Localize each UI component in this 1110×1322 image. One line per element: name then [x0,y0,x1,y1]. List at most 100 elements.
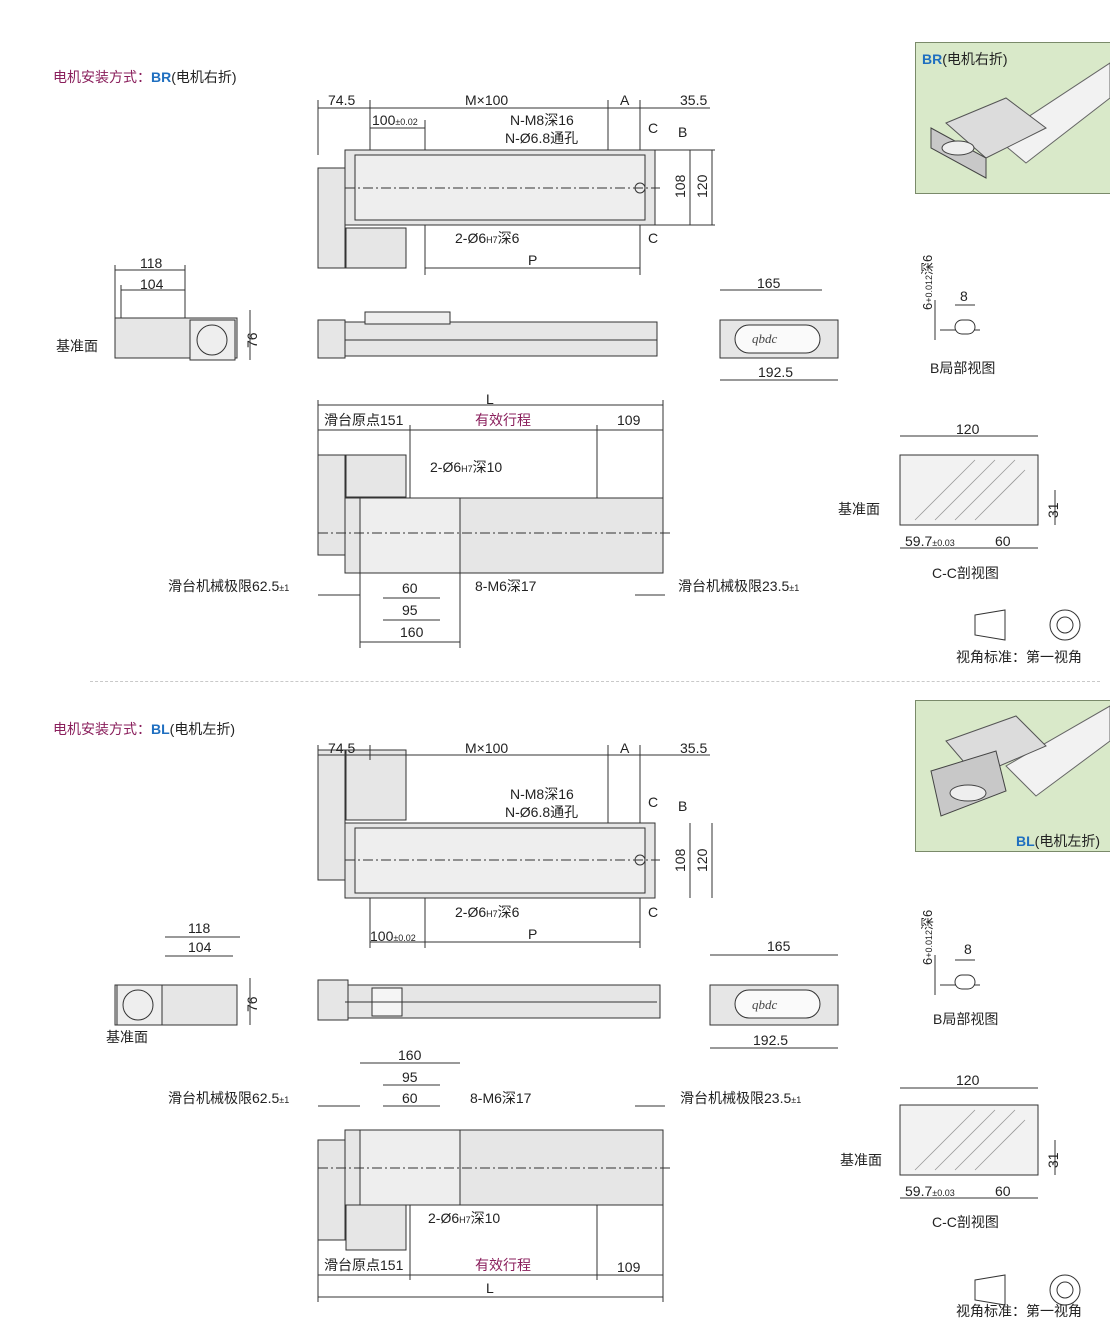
section-title-br: 电机安装方式：BR(电机右折) [53,69,237,85]
svg-text:qbdc: qbdc [752,997,778,1012]
end-view-bl [114,936,251,1026]
bl-dim-a: A [620,740,630,756]
bl-section-mark-c-bottom: C [648,904,659,920]
dim-limit-23-5: 滑台机械极限23.5±1 [678,578,800,594]
dim-192-5: 192.5 [758,364,794,380]
end-view-br [114,265,251,361]
bl-dim-104: 104 [188,939,212,955]
actuator-photo-br [930,62,1110,179]
bl-section-mark-c-top: C [648,794,659,810]
callout-m6: 8-M6深17 [475,578,537,594]
bl-dim-120: 120 [694,848,710,872]
cc-width: 120 [956,421,980,437]
bl-dim-95: 95 [402,1069,418,1085]
cc-caption: C-C剖视图 [932,565,999,581]
dim-p: P [528,252,538,268]
projection-symbol-br [974,609,1081,641]
dim-100: 100±0.02 [372,112,418,128]
bl-detail-b-depth: 6+0.012深6 [920,909,935,965]
dim-60: 60 [402,580,418,596]
bl-dim-109: 109 [617,1259,641,1275]
side-view-br [317,311,658,359]
dim-limit-62-5: 滑台机械极限62.5±1 [168,578,290,594]
bl-callout-nm8: N-M8深16 [510,786,574,802]
dim-160: 160 [400,624,424,640]
dim-mx100: M×100 [465,92,509,108]
bl-cc-datum: 基准面 [840,1152,882,1168]
label-datum: 基准面 [56,338,98,354]
bl-callout-n68: N-Ø6.8通孔 [505,804,579,820]
bl-cc-60: 60 [995,1183,1011,1199]
bl-dim-76: 76 [244,996,260,1012]
logo-br: qbdc qbdc [752,331,778,1012]
bl-dim-118: 118 [188,920,211,936]
dim-74-5: 74.5 [328,92,356,108]
bl-cc-59-7: 59.7±0.03 [905,1183,955,1199]
callout-hole6: 2-Ø6H7深6 [455,230,520,246]
bl-dim-l: L [486,1280,494,1296]
dim-109: 109 [617,412,641,428]
bl-cc-height: 31 [1045,1152,1061,1168]
bl-dim-limit-23-5: 滑台机械极限23.5±1 [680,1090,802,1106]
bl-detail-b-caption: B局部视图 [933,1011,999,1027]
detail-b-width: 8 [960,288,968,304]
bl-dim-origin-151: 滑台原点151 [324,1257,404,1273]
bl-cc-caption: C-C剖视图 [932,1214,999,1230]
section-title-bl: 电机安装方式：BL(电机左折) [53,721,235,737]
photo-bl: BL(电机左折) [915,700,1110,852]
dim-35-5: 35.5 [680,92,708,108]
end-view-right-br [719,289,839,381]
svg-text:qbdc: qbdc [752,331,778,346]
side-view-bl [317,979,661,1021]
projection-symbol-bl [974,1274,1081,1306]
section-cc-br [899,435,1056,549]
actuator-photo-bl [930,705,1110,817]
top-view-br [317,100,715,275]
dim-stroke: 有效行程 [475,412,531,428]
cc-60: 60 [995,533,1011,549]
bl-dim-limit-62-5: 滑台机械极限62.5±1 [168,1090,290,1106]
dim-104: 104 [140,276,164,292]
dim-108: 108 [672,174,688,198]
bl-dim-108: 108 [672,848,688,872]
detail-mark-b: B [678,124,688,140]
bl-dim-165: 165 [767,938,791,954]
detail-b-caption: B局部视图 [930,360,996,376]
callout-nm8: N-M8深16 [510,112,574,128]
bottom-view-bl [317,1062,670,1302]
bl-label-datum: 基准面 [106,1029,148,1045]
photo-br: BR(电机右折) [915,42,1110,194]
bl-dim-p: P [528,926,538,942]
end-view-right-bl [709,954,839,1049]
dim-95: 95 [402,602,418,618]
section-divider [90,681,1100,682]
bl-dim-35-5: 35.5 [680,740,708,756]
projection-caption: 视角标准：第一视角 [956,649,1082,665]
dim-origin-151: 滑台原点151 [324,412,404,428]
bl-projection-caption: 视角标准：第一视角 [956,1303,1082,1319]
cc-59-7: 59.7±0.03 [905,533,955,549]
section-mark-c-bottom: C [648,230,659,246]
callout-n68: N-Ø6.8通孔 [505,130,579,146]
detail-b-br [934,300,980,340]
dim-165: 165 [757,275,781,291]
cc-height: 31 [1045,502,1061,518]
bl-dim-stroke: 有效行程 [475,1257,531,1273]
bl-callout-hole6: 2-Ø6H7深6 [455,904,520,920]
detail-b-depth: 6+0.012深6 [920,254,935,310]
bl-dim-100: 100±0.02 [370,928,416,944]
detail-b-bl [934,955,980,995]
top-view-bl [317,745,713,948]
bl-dim-mx100: M×100 [465,740,509,756]
callout-hole6-deep10: 2-Ø6H7深10 [430,459,503,475]
section-mark-c-top: C [648,120,659,136]
bl-cc-width: 120 [956,1072,980,1088]
section-cc-bl [899,1087,1056,1199]
cc-datum: 基准面 [838,501,880,517]
bl-callout-hole6-deep10: 2-Ø6H7深10 [428,1210,501,1226]
bl-detail-mark-b: B [678,798,688,814]
bl-dim-60: 60 [402,1090,418,1106]
dim-120: 120 [694,174,710,198]
bl-dim-160: 160 [398,1047,422,1063]
